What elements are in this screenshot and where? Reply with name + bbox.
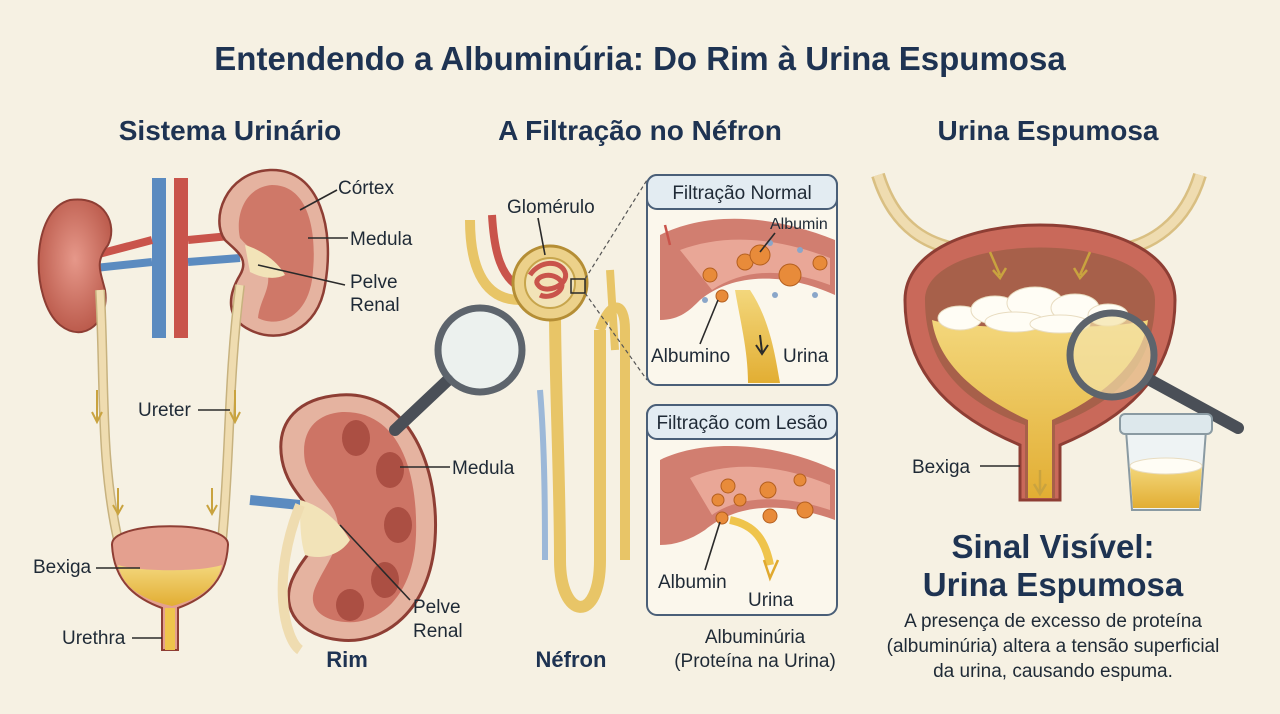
- normal-filtration-title: Filtração Normal: [672, 183, 811, 204]
- description-line-1: A presença de excesso de proteína: [904, 611, 1202, 632]
- label-ureter: Ureter: [138, 400, 191, 421]
- label-pelve-detail-2: Renal: [413, 621, 463, 642]
- heading-foamy-urine: Urina Espumosa: [938, 115, 1159, 146]
- signal-title-line-1: Sinal Visível:: [952, 528, 1155, 565]
- description-line-2: (albuminúria) altera a tensão superficia…: [887, 636, 1220, 657]
- label-glomerulus: Glomérulo: [507, 197, 595, 218]
- label-pelve-top-1: Pelve: [350, 272, 398, 293]
- label-albumin-injury: Albumin: [658, 572, 727, 593]
- label-bladder-foam: Bexiga: [912, 457, 971, 478]
- label-nephron: Néfron: [536, 647, 607, 672]
- caption-albuminuria-1: Albuminúria: [705, 627, 806, 648]
- heading-nephron-filtration: A Filtração no Néfron: [498, 115, 782, 146]
- magnifier-icon: [389, 304, 526, 436]
- label-albumin-normal: Albumin: [770, 216, 828, 233]
- normal-filtration-panel: [646, 174, 838, 386]
- label-bladder: Bexiga: [33, 557, 92, 578]
- vena-cava: [152, 178, 166, 338]
- magnifier-foam-icon: [1066, 309, 1244, 434]
- label-albumino: Albumino: [651, 346, 730, 367]
- label-pelve-top-2: Renal: [350, 295, 400, 316]
- heading-urinary-system: Sistema Urinário: [119, 115, 342, 146]
- urinary-system-illustration: [37, 168, 330, 651]
- nephron-illustration: [465, 214, 630, 613]
- label-medula-top: Medula: [350, 229, 413, 250]
- description-line-3: da urina, causando espuma.: [933, 661, 1173, 682]
- signal-title-line-2: Urina Espumosa: [923, 566, 1184, 603]
- label-rim: Rim: [326, 647, 368, 672]
- injury-filtration-title: Filtração com Lesão: [656, 413, 827, 434]
- label-urine-normal: Urina: [783, 346, 829, 367]
- glomerulus: [527, 260, 569, 299]
- urine-sample-cup: [1119, 413, 1213, 511]
- label-medula-detail: Medula: [452, 458, 515, 479]
- label-pelve-detail-1: Pelve: [413, 597, 461, 618]
- injury-filtration-panel: [646, 404, 838, 616]
- label-urine-injury: Urina: [748, 590, 794, 611]
- label-urethra: Urethra: [62, 628, 126, 649]
- kidney-detail-illustration: [249, 393, 438, 655]
- aorta: [174, 178, 188, 338]
- caption-albuminuria-2: (Proteína na Urina): [674, 651, 836, 672]
- page-title: Entendendo a Albuminúria: Do Rim à Urina…: [214, 40, 1066, 77]
- label-cortex: Córtex: [338, 178, 394, 199]
